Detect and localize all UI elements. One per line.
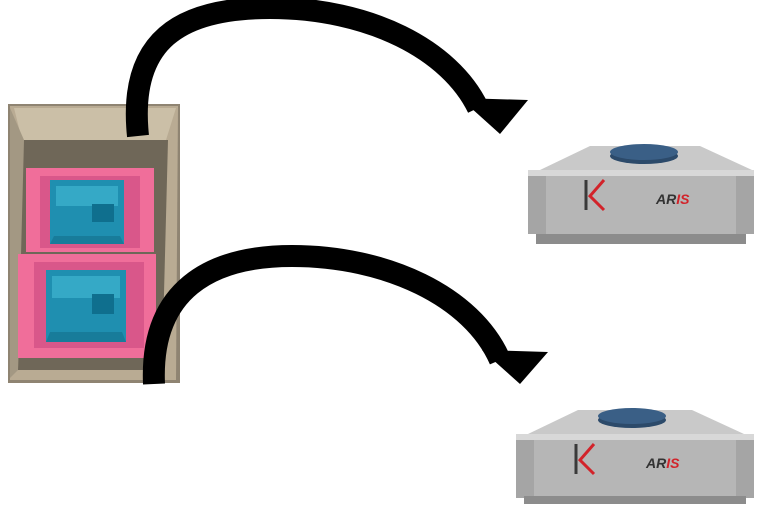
wrapped-item-top [50,180,124,244]
robot-bottom: ARIS [516,408,754,504]
robot-top: ARIS [528,144,754,244]
brand-label: ARIS [645,455,680,471]
curved-arrow-icon-top [137,8,528,136]
brand-label: ARIS [655,191,690,207]
wrapped-item-bottom [46,270,126,342]
curved-arrow-icon-bottom [154,256,548,384]
